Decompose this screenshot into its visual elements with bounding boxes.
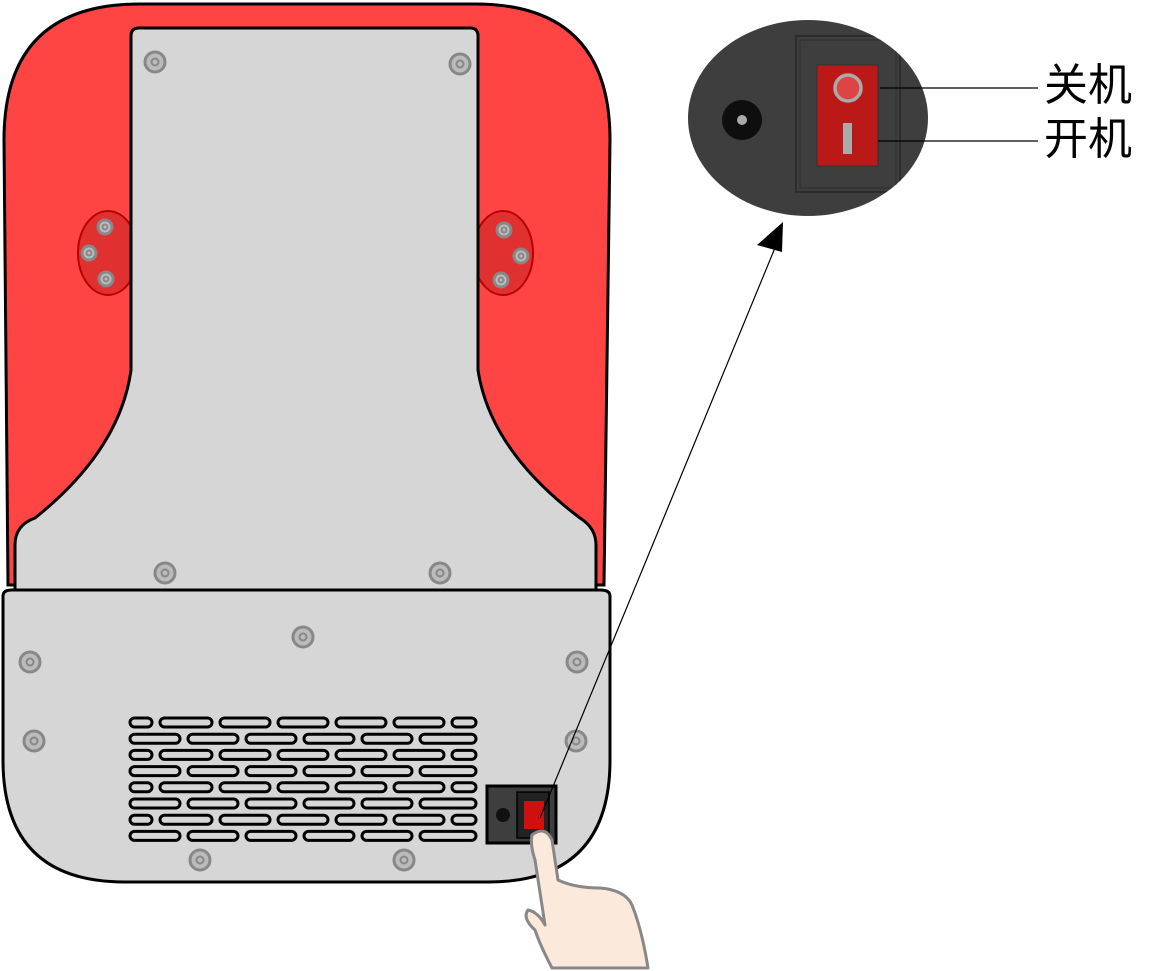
vent-slot (128, 781, 154, 794)
pointer-line (539, 242, 778, 819)
off-label: 关机 (1044, 60, 1132, 111)
vent-slot (334, 813, 388, 826)
callout-switch-frame (795, 35, 901, 193)
vent-slot (334, 748, 388, 761)
vent-slot (334, 781, 388, 794)
screw-icon (565, 650, 589, 674)
screw-icon (492, 271, 510, 289)
vent-slot (418, 732, 478, 745)
vent-slot (186, 765, 240, 778)
back-cover-plate (13, 26, 598, 592)
vent-slot (186, 797, 240, 810)
vent-slot (158, 748, 214, 761)
vent-slot (128, 765, 182, 778)
pointing-hand (524, 829, 650, 970)
vent-slot (360, 797, 414, 810)
vent-slot (360, 732, 414, 745)
off-symbol-icon (833, 73, 863, 103)
vent-slot (418, 829, 478, 842)
vent-slot (392, 748, 446, 761)
vent-slot (244, 732, 298, 745)
vent-slot (360, 765, 414, 778)
screw-icon (96, 218, 114, 236)
vent-slot (392, 781, 446, 794)
rocker-switch[interactable] (524, 801, 544, 829)
screw-icon (188, 848, 212, 872)
screw-icon (428, 561, 452, 585)
vent-slot (302, 829, 356, 842)
vent-slot (218, 813, 272, 826)
vent-slot (450, 781, 478, 794)
vent-slot (302, 732, 356, 745)
vent-slot (276, 748, 330, 761)
screw-icon (97, 270, 115, 288)
vent-slot (158, 813, 214, 826)
vent-slot (218, 781, 272, 794)
screw-icon (448, 52, 472, 76)
screw-icon (392, 848, 416, 872)
on-label: 开机 (1044, 114, 1132, 165)
screw-icon (143, 50, 167, 74)
vent-slot (302, 765, 356, 778)
vent-slot (302, 797, 356, 810)
vent-slot (450, 748, 478, 761)
vent-slot (276, 716, 330, 729)
vent-slot (218, 716, 272, 729)
screw-icon (291, 625, 315, 649)
vent-slot (244, 765, 298, 778)
vent-slot (360, 829, 414, 842)
vent-slot (276, 813, 330, 826)
vent-slot (418, 765, 478, 778)
screw-icon (495, 221, 513, 239)
vent-slot (128, 748, 154, 761)
arrowhead (757, 222, 783, 252)
vent-slot (276, 781, 330, 794)
screw-icon (512, 247, 530, 265)
vent-slot (334, 716, 388, 729)
screw-icon (153, 561, 177, 585)
vent-slot (392, 716, 446, 729)
screw-icon (18, 650, 42, 674)
vent-slot (128, 829, 182, 842)
screw-icon (80, 244, 98, 262)
vent-slot (244, 797, 298, 810)
vent-slot (128, 732, 182, 745)
vent-slot (128, 797, 182, 810)
vent-slot (186, 732, 240, 745)
vent-slot (128, 716, 154, 729)
screw-icon (22, 729, 46, 753)
vent-slot (392, 813, 446, 826)
vent-slot (450, 716, 478, 729)
vent-slot (244, 829, 298, 842)
vent-slot (128, 813, 154, 826)
on-symbol-icon (843, 123, 852, 154)
vent-slot (218, 748, 272, 761)
vent-slot (186, 829, 240, 842)
vent-slot (418, 797, 478, 810)
vent-slot (158, 781, 214, 794)
vent-slot (450, 813, 478, 826)
dc-jack (496, 808, 510, 822)
vent-slot (158, 716, 214, 729)
